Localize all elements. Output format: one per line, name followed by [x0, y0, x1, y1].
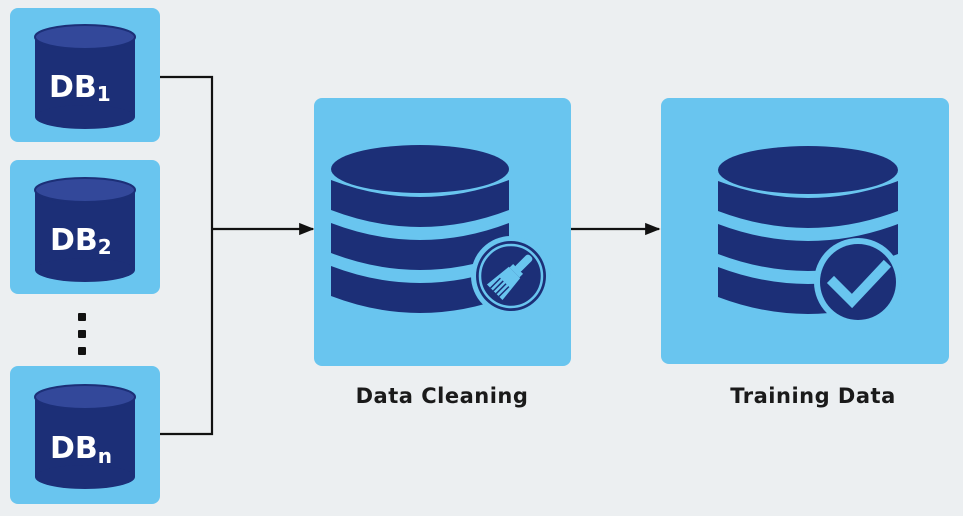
db-label: DB: [50, 431, 98, 466]
ellipsis-dots: ⋮: [78, 313, 86, 355]
database-icon: [34, 24, 136, 129]
database-icon: [34, 177, 136, 282]
data-cleaning-label: Data Cleaning: [356, 384, 529, 408]
checkmark-icon: [814, 238, 902, 326]
svg-text:DB1: DB1: [49, 70, 111, 106]
training-data-label: Training Data: [730, 384, 896, 408]
database-icon: [34, 384, 136, 489]
db-subscript: 2: [98, 235, 112, 259]
svg-text:DBn: DBn: [50, 431, 112, 468]
database-stack-icon: [331, 145, 509, 313]
db-subscript: 1: [97, 82, 111, 106]
source-db-n: DBn: [10, 366, 160, 504]
svg-text:DB2: DB2: [50, 223, 112, 259]
training-data-stage: Training Data: [661, 98, 949, 408]
db-subscript: n: [98, 444, 112, 468]
merge-connector: [160, 75, 315, 436]
data-cleaning-stage: Data Cleaning: [314, 98, 571, 408]
source-db-2: DB2: [10, 160, 160, 294]
source-db-1: DB1: [10, 8, 160, 142]
brush-icon: [471, 236, 551, 316]
db-label: DB: [50, 223, 98, 258]
db-label: DB: [49, 70, 97, 105]
